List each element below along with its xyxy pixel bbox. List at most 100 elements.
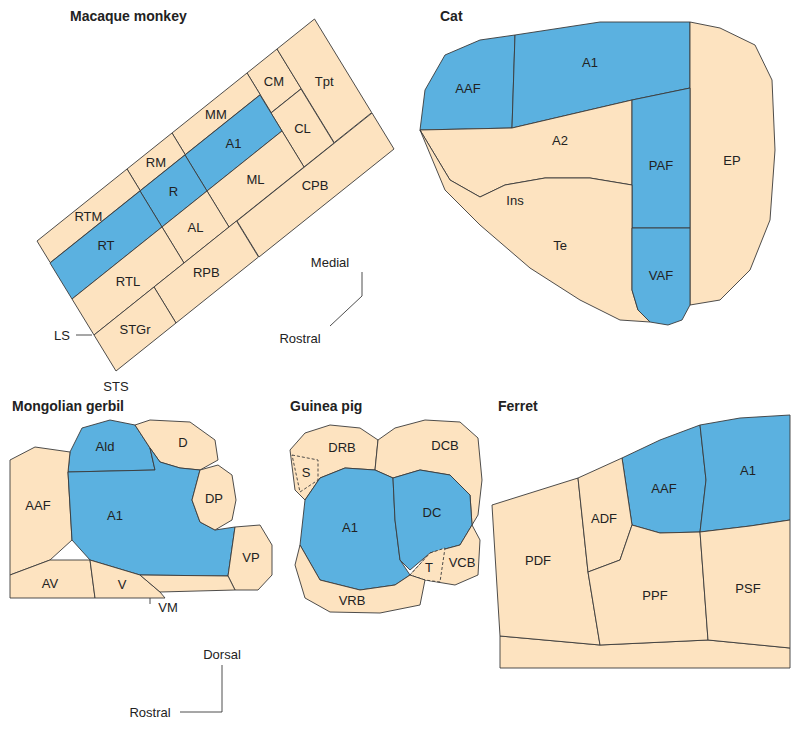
field-shape — [154, 221, 259, 323]
field-label: RT — [97, 238, 114, 253]
field-label: VAF — [649, 268, 673, 283]
field-shape — [228, 525, 272, 590]
field-shape — [140, 575, 235, 592]
cortical-field: VCB T — [408, 523, 482, 587]
field-outline — [620, 423, 708, 535]
field-label: AAF — [651, 481, 676, 496]
field-shape — [420, 130, 650, 322]
annotation-label: LS — [54, 328, 70, 343]
field-label: RTL — [116, 274, 140, 289]
field-shape — [622, 425, 706, 533]
cortical-field: VP — [226, 523, 274, 592]
field-shape — [700, 415, 790, 532]
panel-title: Mongolian gerbil — [12, 398, 124, 414]
field-shape — [135, 420, 218, 470]
annotation-label: Medial — [311, 255, 349, 270]
field-label: DRB — [328, 440, 355, 455]
field-label: AAF — [455, 81, 480, 96]
panel-title: Cat — [440, 8, 463, 24]
field-outline — [418, 128, 652, 324]
field-shape — [410, 525, 480, 585]
field-label: Ald — [96, 439, 115, 454]
field-label: DCB — [431, 438, 458, 453]
field-label: DC — [423, 505, 442, 520]
field-label: PSF — [735, 581, 760, 596]
field-label: VCB — [449, 555, 476, 570]
annotation-label: STS — [103, 379, 128, 394]
field-label: ADF — [591, 511, 617, 526]
cortical-field: STGr — [92, 285, 178, 373]
field-label: V — [118, 577, 127, 592]
field-shape — [94, 287, 176, 371]
field-label: RPB — [193, 265, 220, 280]
field-outline — [133, 418, 220, 472]
field-label: PPF — [642, 588, 667, 603]
cortical-field: PSF — [698, 518, 792, 650]
panel-title: Ferret — [498, 398, 538, 414]
field-label: MM — [205, 107, 227, 122]
cortical-field: VAF — [630, 226, 692, 327]
annotation-label: Rostral — [129, 705, 170, 720]
cortical-field: A1 — [698, 413, 792, 534]
field-label: R — [169, 184, 178, 199]
field-label: A1 — [342, 520, 358, 535]
field-shape — [632, 88, 690, 228]
orientation-axes — [330, 272, 362, 326]
cortical-field: DP — [190, 463, 238, 532]
field-shape — [237, 113, 394, 257]
field-label: Te — [553, 238, 567, 253]
field-shape — [588, 525, 708, 645]
field-shape — [295, 545, 425, 613]
field-label: PDF — [525, 553, 551, 568]
cortical-field: Te — [418, 128, 652, 324]
field-label: CPB — [302, 178, 329, 193]
field-label: A1 — [582, 55, 598, 70]
field-shape — [10, 447, 72, 575]
field-label: AL — [188, 220, 204, 235]
field-shape — [68, 448, 235, 576]
panel-title: Guinea pig — [290, 398, 362, 414]
cortical-field: AV — [8, 558, 97, 600]
field-label: A1 — [740, 463, 756, 478]
cortical-field: RPB — [152, 219, 261, 325]
field-label: VM — [158, 600, 178, 615]
field-label: AV — [42, 576, 58, 591]
cortical-field: AAF — [620, 423, 708, 535]
field-label: EP — [723, 153, 740, 168]
field-label: RM — [146, 155, 166, 170]
cortical-field: D — [133, 418, 220, 472]
field-shape — [420, 35, 515, 130]
cortical-field: EP — [688, 20, 777, 307]
field-label: A1 — [107, 508, 123, 523]
field-label: RTM — [74, 209, 102, 224]
annotation-label: Ins — [506, 193, 523, 208]
cortical-field: PAF — [630, 86, 692, 230]
field-label: VRB — [339, 593, 366, 608]
field-shape — [632, 228, 690, 325]
field-label: D — [178, 435, 187, 450]
cortical-field: AAF — [8, 445, 74, 577]
field-label: STGr — [119, 322, 150, 337]
field-shape — [192, 465, 236, 530]
field-shape — [700, 520, 790, 648]
field-label: T — [425, 560, 433, 575]
field-label: CM — [264, 74, 284, 89]
orientation-axes — [180, 665, 222, 712]
leader-line — [76, 335, 92, 336]
field-shape — [10, 560, 95, 598]
field-label: VP — [242, 550, 259, 565]
field-label: AAF — [25, 498, 50, 513]
field-outline — [138, 573, 237, 594]
cortical-field: VRB — [293, 543, 427, 615]
cortical-field: AAF — [418, 33, 517, 132]
field-label: ML — [246, 172, 264, 187]
field-label: A1 — [226, 136, 242, 151]
field-outline — [586, 523, 710, 647]
field-label: PAF — [649, 158, 673, 173]
annotation-label: Rostral — [279, 331, 320, 346]
field-label: S — [302, 465, 311, 480]
field-label: A2 — [552, 133, 568, 148]
field-label: CL — [294, 121, 311, 136]
cortical-field: PPF — [586, 523, 710, 647]
